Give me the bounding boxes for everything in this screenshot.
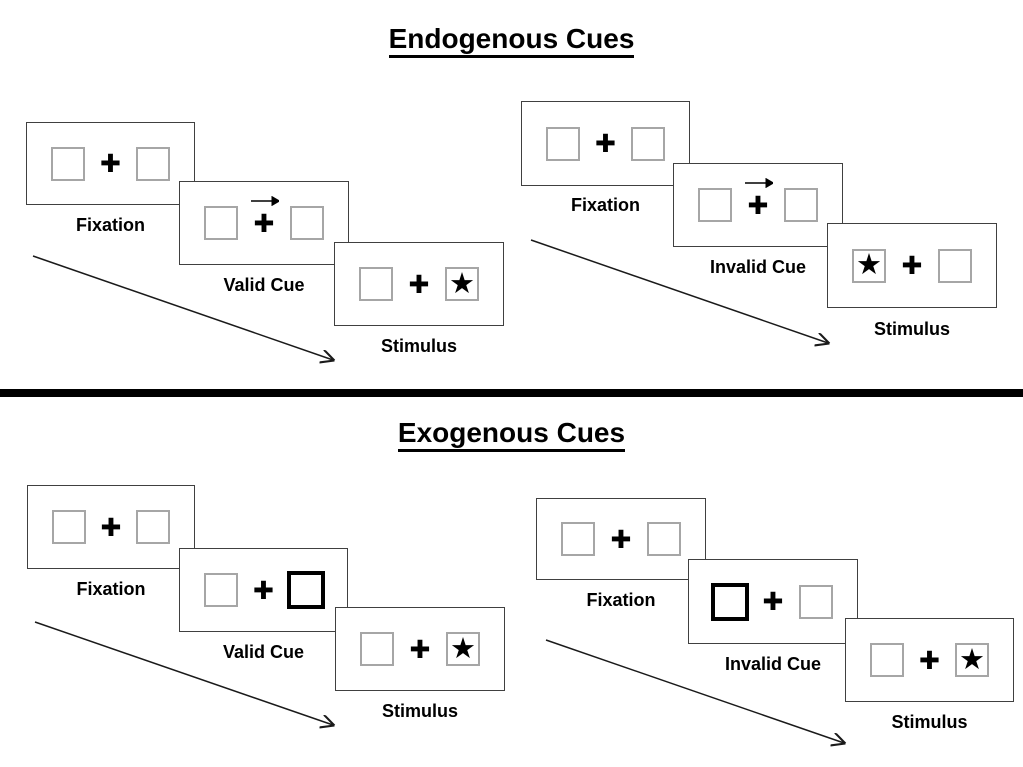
panel-center: ✚ [92, 515, 130, 540]
panel-label: Stimulus [381, 701, 458, 721]
target-box: ★ [445, 267, 479, 301]
fixation-cross-icon: ✚ [595, 129, 616, 158]
placeholder-box [360, 632, 394, 666]
fixation-cross-icon: ✚ [610, 524, 632, 554]
panel-label: Fixation [75, 215, 145, 235]
endo-invalid-stimulus-panel: ★ ✚ [827, 223, 997, 308]
panel-center: ✚ [754, 589, 792, 614]
fixation-cross-icon: ✚ [253, 208, 275, 238]
fixation-cross-icon: ✚ [409, 634, 431, 664]
fixation-cross-icon: ✚ [747, 190, 769, 220]
exo-invalid-stimulus-panel: ✚ ★ [845, 618, 1014, 702]
endo-invalid-fixation-panel: ✚ [521, 101, 690, 186]
panel-center: ✚ [602, 527, 640, 552]
placeholder-box [698, 188, 732, 222]
panel-center: ✚ [739, 177, 777, 220]
placeholder-box [561, 522, 595, 556]
exogenous-section-title: Exogenous Cues [0, 417, 1023, 452]
endo-valid-fixation-panel: ✚ [26, 122, 195, 205]
timeline-arrow-icon [32, 255, 345, 368]
fixation-cross-icon: ✚ [100, 512, 122, 542]
panel-center: ✚ [911, 648, 949, 673]
star-target-icon: ★ [856, 247, 882, 281]
placeholder-box [799, 584, 833, 619]
placeholder-box [784, 188, 818, 222]
endogenous-section-title: Endogenous Cues [0, 23, 1023, 58]
highlighted-cue-box [287, 571, 325, 609]
panel-center: ✚ [92, 151, 130, 176]
exo-invalid-fixation-panel: ✚ [536, 498, 706, 580]
timeline-arrow-icon [34, 621, 343, 735]
target-box: ★ [852, 247, 886, 283]
placeholder-box [136, 510, 170, 544]
fixation-cross-icon: ✚ [100, 149, 121, 178]
fixation-cross-icon: ✚ [919, 645, 940, 675]
placeholder-box [647, 522, 681, 556]
section-divider-line [0, 389, 1023, 397]
panel-center: ✚ [587, 131, 625, 156]
endo-invalid-cue-panel: ✚ [673, 163, 843, 247]
endo-valid-stimulus-panel: ✚ ★ [334, 242, 504, 326]
star-target-icon: ★ [449, 265, 475, 300]
panel-label: Stimulus [891, 712, 968, 732]
placeholder-box [631, 126, 665, 161]
target-box: ★ [955, 643, 989, 677]
endo-valid-cue-panel: ✚ [179, 181, 349, 265]
star-target-icon: ★ [959, 641, 985, 676]
fixation-cross-icon: ✚ [408, 269, 430, 299]
exo-valid-stimulus-panel: ✚ ★ [335, 607, 505, 691]
placeholder-box [204, 573, 238, 607]
highlighted-cue-box [711, 582, 749, 621]
target-box: ★ [446, 632, 480, 666]
panel-center: ✚ [401, 637, 439, 662]
panel-label: Valid Cue [223, 275, 305, 295]
placeholder-box [359, 267, 393, 301]
panel-label: Stimulus [873, 319, 950, 339]
placeholder-box [870, 643, 904, 677]
panel-center: ✚ [245, 195, 283, 238]
placeholder-box [52, 510, 86, 544]
panel-label: Fixation [586, 590, 656, 610]
fixation-cross-icon: ✚ [901, 251, 923, 280]
panel-label: Valid Cue [222, 642, 305, 662]
endogenous-title-text: Endogenous Cues [388, 23, 635, 58]
fixation-cross-icon: ✚ [762, 587, 784, 616]
exogenous-title-text: Exogenous Cues [397, 417, 626, 452]
panel-label: Fixation [570, 195, 640, 215]
placeholder-box [290, 206, 324, 240]
exo-valid-fixation-panel: ✚ [27, 485, 195, 569]
placeholder-box [136, 146, 170, 181]
placeholder-box [51, 146, 85, 181]
panel-center: ✚ [400, 272, 438, 297]
fixation-cross-icon: ✚ [253, 575, 274, 605]
panel-label: Stimulus [380, 336, 457, 356]
timeline-arrow-icon [545, 639, 854, 753]
right-arrow-cue-icon [251, 195, 279, 206]
panel-label: Invalid Cue [724, 654, 822, 674]
panel-center: ✚ [893, 253, 931, 278]
exo-invalid-cue-panel: ✚ [688, 559, 858, 644]
right-arrow-cue-icon [745, 177, 773, 188]
timeline-arrow-icon [530, 239, 838, 353]
placeholder-box [938, 248, 972, 283]
panel-center: ✚ [245, 578, 283, 603]
placeholder-box [204, 206, 238, 240]
placeholder-box [546, 126, 580, 161]
exo-valid-cue-panel: ✚ [179, 548, 348, 632]
star-target-icon: ★ [450, 630, 476, 665]
panel-label: Invalid Cue [709, 257, 807, 277]
panel-label: Fixation [76, 579, 146, 599]
